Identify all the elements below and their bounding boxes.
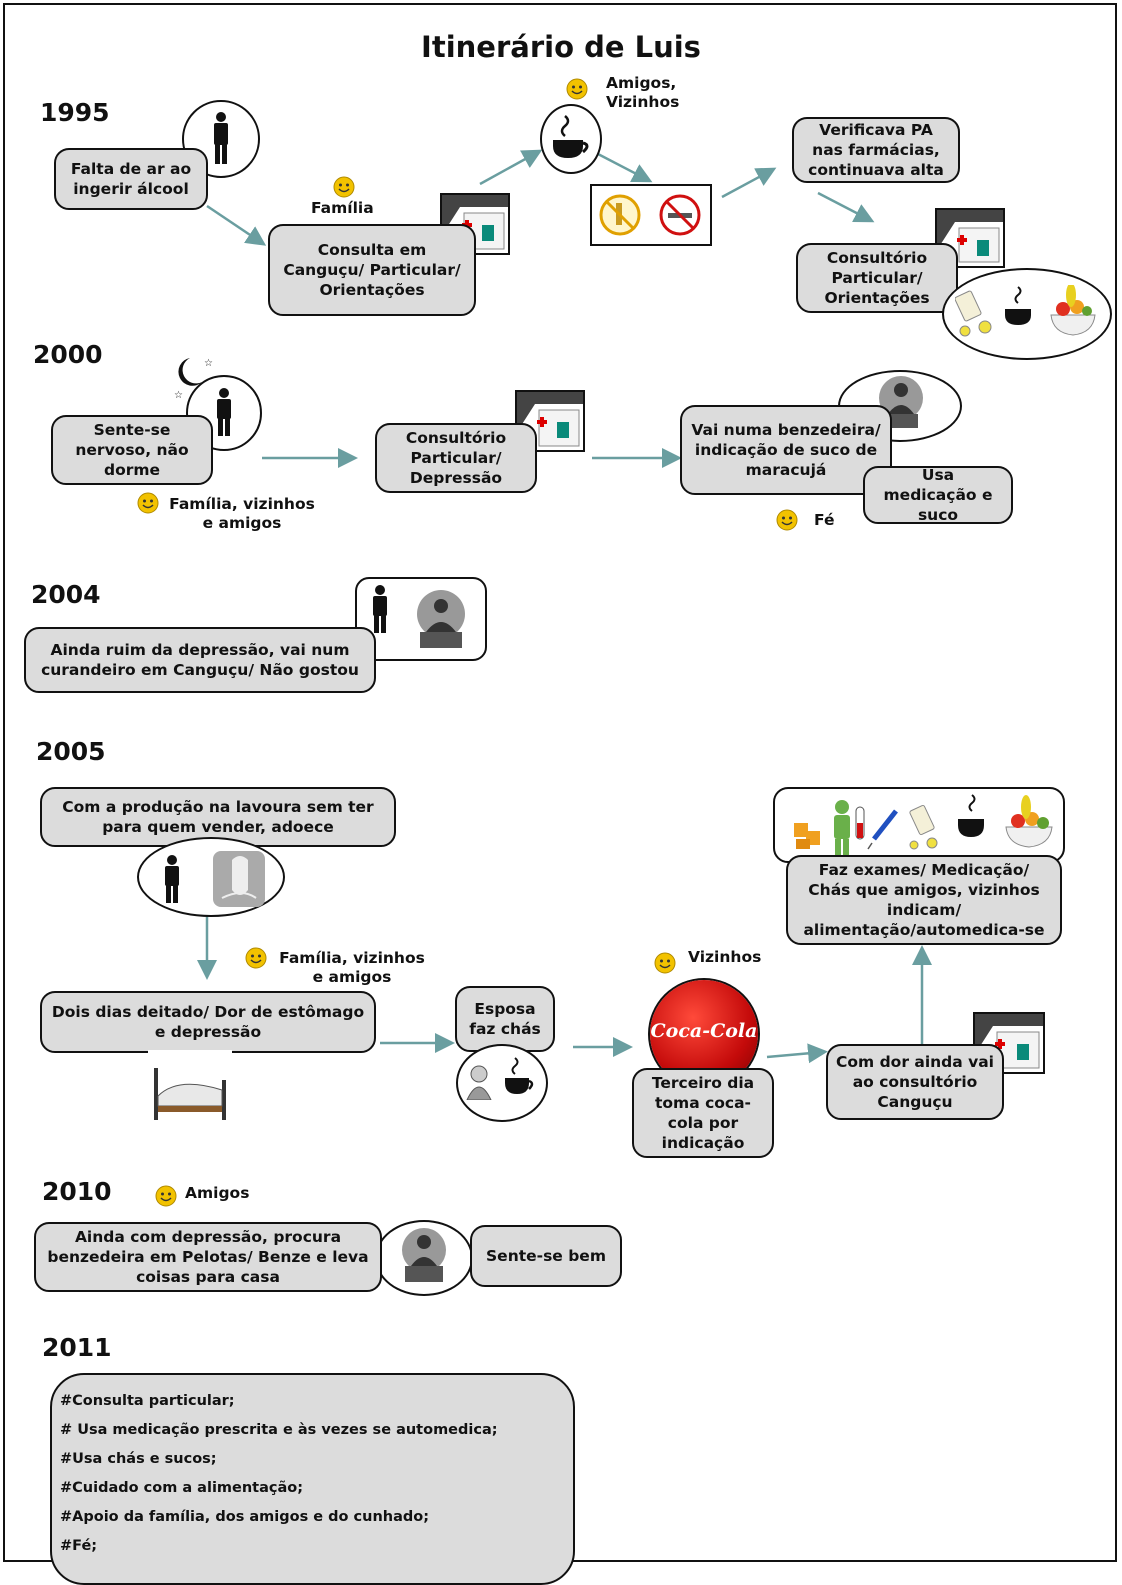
- summary-item: #Consulta particular;: [60, 1393, 235, 1409]
- box-dois-dias: Dois dias deitado/ Dor de estômago e dep…: [40, 991, 376, 1053]
- coca-cola-wordmark: Coca-Cola: [650, 1020, 758, 1042]
- smiley-icon: [137, 492, 159, 514]
- smiley-icon: [566, 78, 588, 100]
- box-consulta-cangucu: Consulta em Canguçu/ Particular/ Orienta…: [268, 224, 476, 316]
- smiley-icon: [155, 1185, 177, 1207]
- box-usa-medicacao: Usa medicação e suco: [863, 466, 1013, 524]
- arrow: [766, 1043, 828, 1064]
- summary-2011: #Consulta particular; # Usa medicação pr…: [50, 1373, 575, 1585]
- arrow: [206, 204, 267, 246]
- bed-icon: [154, 1068, 226, 1120]
- year-1995: 1995: [40, 98, 110, 127]
- box-sente-nervoso: Sente-se nervoso, não dorme: [51, 415, 213, 485]
- smiley-icon: [776, 509, 798, 531]
- arrow: [597, 152, 653, 183]
- buddha-healer-icon: [879, 376, 923, 428]
- smiley-icon: [654, 952, 676, 974]
- bed-image: [148, 1050, 232, 1130]
- note-familia: Família: [311, 199, 374, 217]
- clinic-icon: [975, 1014, 1043, 1069]
- arrow: [817, 191, 875, 223]
- note-familia-vizinhos-amigos: Família, vizinhos e amigos: [169, 495, 315, 532]
- box-benzedeira: Vai numa benzedeira/ indicação de suco d…: [680, 405, 892, 495]
- no-alcohol-no-smoking-sign: [590, 184, 712, 246]
- buddha-healer-icon: [402, 1228, 446, 1282]
- note-amigos: Amigos: [185, 1184, 250, 1202]
- year-2000: 2000: [33, 340, 103, 369]
- year-2011: 2011: [42, 1333, 112, 1362]
- note-familia-vizinhos-amigos: Família, vizinhos e amigos: [279, 949, 425, 986]
- buddha-healer-icon: [417, 590, 465, 648]
- person-icon: [214, 112, 228, 164]
- clinic-icon: [517, 392, 583, 447]
- box-consultorio-orientacoes: Consultório Particular/ Orientações: [796, 243, 958, 313]
- box-esposa: Esposa faz chás: [455, 986, 555, 1052]
- note-amigos-vizinhos: Amigos, Vizinhos: [606, 74, 680, 111]
- box-curandeiro: Ainda ruim da depressão, vai num curande…: [24, 627, 376, 693]
- smiley-icon: [245, 947, 267, 969]
- prohibition-icon: [599, 194, 701, 236]
- arrow: [479, 149, 543, 186]
- person-icon: [373, 585, 387, 633]
- tea-cup-icon: [553, 115, 589, 158]
- exams-medication-tea-fruit-icons: [794, 794, 1053, 855]
- woman-icon: [466, 1065, 492, 1100]
- box-exames: Faz exames/ Medicação/ Chás que amigos, …: [786, 855, 1062, 945]
- person-icon: [165, 855, 179, 903]
- year-2004: 2004: [31, 580, 101, 609]
- note-fe: Fé: [814, 511, 835, 529]
- tea-circle: [540, 104, 602, 174]
- pills-tea-fruit-icons: [955, 285, 1096, 337]
- box-terceiro-dia: Terceiro dia toma coca-cola por indicaçã…: [632, 1068, 774, 1158]
- box-consultorio-depressao: Consultório Particular/ Depressão: [375, 423, 537, 493]
- note-vizinhos: Vizinhos: [688, 948, 762, 966]
- year-2010: 2010: [42, 1177, 112, 1206]
- box-verificava-pa: Verificava PA nas farmácias, continuava …: [792, 117, 960, 183]
- page-title: Itinerário de Luis: [421, 30, 701, 64]
- svg-text:☆: ☆: [174, 390, 183, 401]
- clinic-icon: [937, 210, 1003, 263]
- summary-item: #Fé;: [60, 1538, 98, 1554]
- person-icon: [217, 388, 231, 436]
- box-sente-bem: Sente-se bem: [470, 1225, 622, 1287]
- svg-text:☆: ☆: [204, 358, 213, 369]
- box-dor-ainda: Com dor ainda vai ao consultório Canguçu: [826, 1044, 1004, 1120]
- smiley-icon: [333, 176, 355, 198]
- summary-item: #Apoio da família, dos amigos e do cunha…: [60, 1509, 430, 1525]
- summary-item: #Cuidado com a alimentação;: [60, 1480, 304, 1496]
- summary-item: #Usa chás e sucos;: [60, 1451, 217, 1467]
- box-benzedeira-pelotas: Ainda com depressão, procura benzedeira …: [34, 1222, 382, 1292]
- box-falta-ar: Falta de ar ao ingerir álcool: [54, 148, 208, 210]
- arrow: [721, 167, 777, 199]
- tea-cup-icon: [505, 1057, 534, 1094]
- year-2005: 2005: [36, 737, 106, 766]
- summary-item: # Usa medicação prescrita e às vezes se …: [60, 1422, 498, 1438]
- sick-figure-icon: [213, 851, 265, 907]
